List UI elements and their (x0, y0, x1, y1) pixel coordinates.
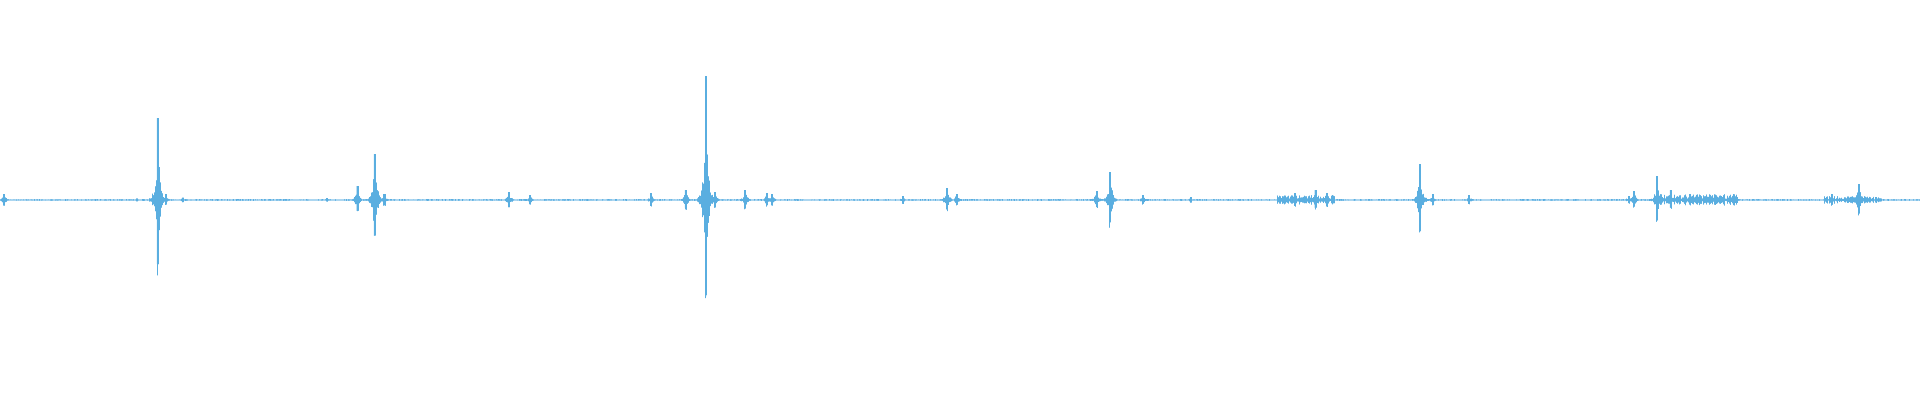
waveform-signal (0, 76, 1920, 299)
